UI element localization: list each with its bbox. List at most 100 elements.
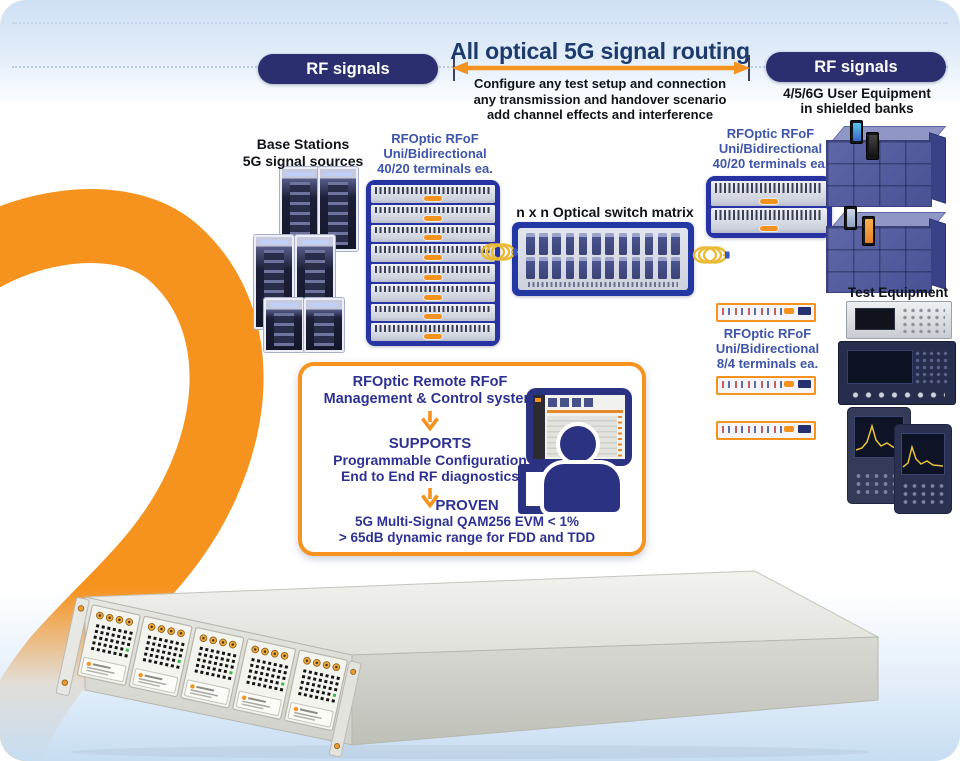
proven-line: > 65dB dynamic range for FDD and TDD — [338, 529, 596, 545]
server-rack — [264, 298, 304, 352]
spectrum-trace — [855, 423, 902, 451]
rfof-module-row — [371, 204, 495, 223]
base-stations-label: Base Stations 5G signal sources — [228, 136, 378, 169]
unit-display-block — [798, 307, 811, 315]
switch-connector — [671, 233, 680, 255]
server-rack — [318, 167, 358, 251]
switch-connector — [605, 233, 614, 255]
label-line: 40/20 terminals ea. — [377, 161, 493, 176]
rfof-1u-unit — [716, 303, 816, 322]
base-station-cluster — [264, 298, 344, 352]
signal-generator — [846, 301, 952, 339]
switch-connector — [671, 256, 680, 279]
decorative-dotted-line-top — [12, 22, 948, 24]
proven-heading: PROVEN — [435, 497, 499, 514]
rf-signals-label-left: RF signals — [306, 59, 390, 78]
rfof-right-label: RFOptic RFoF Uni/Bidirectional 40/20 ter… — [698, 126, 843, 171]
switch-connector — [565, 233, 575, 255]
smartphone-icon — [862, 216, 875, 246]
switch-connector — [618, 233, 628, 255]
switch-connector — [644, 233, 654, 255]
mini-ui-toolbar — [547, 410, 623, 413]
caption-line: in shielded banks — [800, 101, 914, 116]
optical-switch-matrix — [512, 222, 694, 296]
down-arrow-icon — [304, 410, 556, 432]
shielded-bank-lower — [826, 206, 947, 294]
instrument-screen — [847, 350, 913, 384]
label-line: RFOptic RFoF — [391, 131, 479, 146]
label-line: RFOptic RFoF — [723, 326, 812, 341]
switch-connector — [539, 233, 548, 255]
top-banner-background — [0, 0, 960, 102]
phone-screen — [868, 135, 877, 157]
rfof-chassis-device — [55, 570, 880, 759]
mobile-phone-icon — [866, 132, 879, 160]
server-rack — [304, 298, 344, 352]
user-equipment-caption: 4/5/6G User Equipment in shielded banks — [768, 86, 946, 116]
switch-connector — [565, 256, 575, 279]
rf-signals-badge-right: RF signals — [766, 52, 946, 82]
header-subtitle: Configure any test setup and connection … — [440, 76, 760, 123]
switch-connector — [605, 256, 614, 279]
label-line: 8/4 terminals ea. — [716, 356, 819, 371]
unit-display-block — [798, 380, 811, 388]
supports-line: Programmable Configuration — [333, 452, 527, 468]
label-line: Uni/Bidirectional — [715, 341, 820, 356]
handheld-analyzer — [894, 424, 952, 514]
proven-line: 5G Multi-Signal QAM256 EVM < 1% — [355, 514, 579, 529]
smartphone-icon — [844, 206, 857, 230]
handheld-analyzer — [847, 407, 911, 504]
rfof-module-row — [711, 181, 827, 206]
switch-connector — [592, 256, 601, 279]
phone-screen — [852, 123, 861, 141]
subtitle-line: Configure any test setup and connection — [473, 76, 727, 91]
switch-connector — [618, 256, 628, 279]
rack-ear-right — [328, 660, 362, 758]
instrument-screen — [855, 308, 895, 330]
person-body-icon — [544, 464, 620, 512]
rfof-1u-unit — [716, 376, 816, 395]
chassis-side-face — [351, 636, 879, 746]
switch-connector — [526, 233, 535, 255]
rfof-terminal-stack-left — [366, 180, 500, 346]
mini-ui-sidebar — [533, 395, 545, 459]
mini-ui-accent-column — [618, 416, 622, 457]
rfof-small-label: RFOptic RFoF Uni/Bidirectional 8/4 termi… — [700, 326, 835, 371]
bank-front-lockers — [826, 140, 932, 207]
label-line: Uni/Bidirectional — [718, 141, 823, 156]
double-arrow-icon — [452, 61, 750, 75]
label-line: 5G signal sources — [242, 152, 364, 169]
label-line: 40/20 terminals ea. — [712, 156, 829, 171]
spectrum-trace — [902, 444, 944, 468]
instrument-keypad — [901, 482, 945, 508]
switch-connector — [631, 233, 641, 255]
person-head-icon — [560, 426, 596, 462]
label-line: RFOptic RFoF — [726, 126, 815, 141]
switch-connector — [578, 233, 588, 255]
rfoptic-logo-icon — [784, 426, 794, 432]
label-line: Uni/Bidirectional — [383, 146, 487, 161]
rfof-module-row — [371, 283, 495, 302]
signal-analyzer — [838, 341, 956, 405]
rfof-terminal-stack-right — [706, 176, 832, 238]
subtitle-line: any transmission and handover scenario — [473, 91, 727, 107]
switch-connector — [552, 256, 561, 279]
management-control-box: RFOptic Remote RFoF Management & Control… — [298, 362, 646, 556]
rfof-module-row — [371, 323, 495, 341]
switch-connector — [552, 233, 561, 255]
switch-connector — [644, 256, 654, 279]
rfoptic-logo-icon — [784, 381, 794, 387]
supports-line: End to End RF diagnostics — [340, 468, 520, 484]
switch-module-row — [526, 256, 680, 279]
switch-connector — [658, 233, 667, 255]
rf-signals-badge-left: RF signals — [258, 54, 438, 84]
switch-connector — [592, 233, 601, 255]
switch-matrix-panel — [518, 228, 688, 290]
switch-connector — [526, 256, 535, 279]
fiber-coil-icon — [480, 243, 518, 261]
page-title: All optical 5G signal routing — [450, 38, 750, 64]
bank-front-lockers — [826, 226, 932, 293]
management-title-line: RFOptic Remote RFoF — [352, 374, 508, 390]
switch-connector — [539, 256, 548, 279]
rfof-module-row — [371, 185, 495, 203]
